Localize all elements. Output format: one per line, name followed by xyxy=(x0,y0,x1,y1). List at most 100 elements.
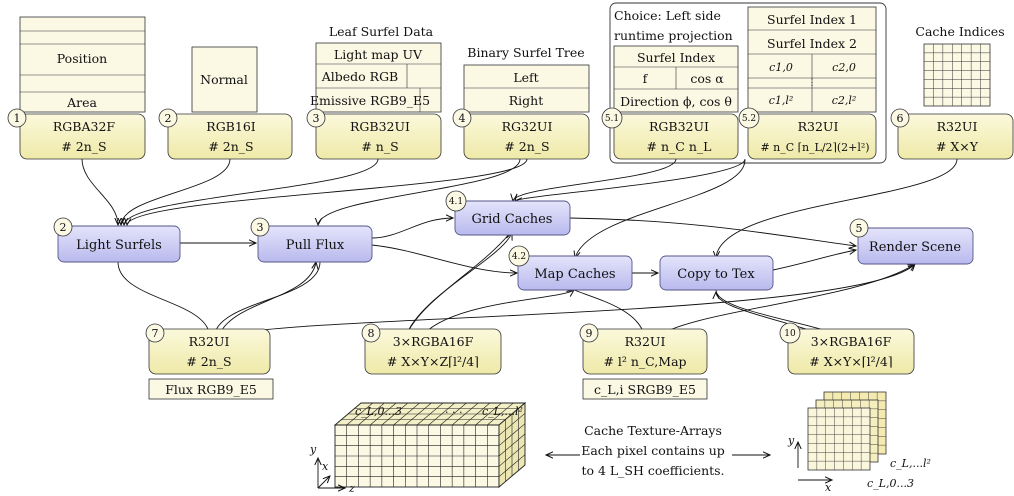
buffer-3-row-uv: Light map UV xyxy=(334,47,423,62)
buffer-6-count: # X×Y xyxy=(936,139,979,154)
buffer-8: 3×RGBA16F # X×Y×Z⌈l²/4⌉ 8 xyxy=(361,323,502,375)
buffer-3-title: Leaf Surfel Data xyxy=(329,24,434,39)
stack-label-cl-l2: c_L,...l² xyxy=(890,457,931,470)
buffer-4-row-right: Right xyxy=(509,93,544,108)
buffer-8-format: 3×RGBA16F xyxy=(393,334,474,349)
caption-line-1: Cache Texture-Arrays xyxy=(584,423,722,438)
choice-group: Choice: Left side runtime projection Sur… xyxy=(601,2,887,164)
stack-label-cl-0-3: c_L,0...3 xyxy=(867,477,914,490)
buffer-7-note: Flux RGB9_E5 xyxy=(165,382,257,397)
stage-light-surfels: Light Surfels 2 xyxy=(53,217,181,263)
buffer-2-format: RGB16I xyxy=(206,119,255,134)
stage-render-scene-number: 5 xyxy=(856,222,863,235)
buffer-7-format: R32UI xyxy=(189,334,230,349)
buffer-6-number: 6 xyxy=(897,112,904,125)
buffer-1-format: RGBA32F xyxy=(53,119,116,134)
buffer-5-1-format: RGB32UI xyxy=(649,119,709,134)
buffer-9: R32UI # l² n_C,Map 9 c_L,i SRGB9_E5 xyxy=(579,323,708,400)
buffer-10: 3×RGBA16F # X×Y×⌈l²/4⌉ 10 xyxy=(779,322,915,375)
buffer-3: Leaf Surfel Data Light map UV Albedo RGB… xyxy=(306,24,442,160)
buffer-2-row-normal: Normal xyxy=(200,72,248,87)
stage-pull-flux-label: Pull Flux xyxy=(286,238,345,253)
stage-pull-flux-number: 3 xyxy=(257,221,264,234)
buffer-2-count: # 2n_S xyxy=(208,139,253,154)
stage-grid-caches: Grid Caches 4.1 xyxy=(445,190,571,236)
stage-map-caches-label: Map Caches xyxy=(534,267,615,282)
buffer-5-2-format: R32UI xyxy=(798,119,839,134)
buffer-5-2-c20: c2,0 xyxy=(832,61,856,74)
buffer-9-number: 9 xyxy=(586,327,593,340)
stage-grid-caches-label: Grid Caches xyxy=(472,212,553,227)
buffer-5-1-number: 5.1 xyxy=(605,114,619,124)
cache-layer-stack-cells xyxy=(807,391,887,471)
buffer-8-number: 8 xyxy=(368,327,375,340)
axis-z-label: z xyxy=(348,482,355,495)
stage-map-caches-number: 4.2 xyxy=(512,252,526,262)
buffer-3-format: RGB32UI xyxy=(350,119,410,134)
buffer-10-format: 3×RGBA16F xyxy=(811,334,892,349)
buffer-1-number: 1 xyxy=(14,112,21,125)
buffer-5-2-count: # n_C ⌈n_L/2⌉(2+l²) xyxy=(760,141,869,154)
cache-volume-3d: c_L,0...3 . . . c_L,...l² y x z xyxy=(309,402,527,495)
axis-y-label: y xyxy=(309,443,317,456)
label-cl-l2: c_L,...l² xyxy=(482,405,523,418)
cache-volume-cells xyxy=(333,402,527,488)
buffer-3-number: 3 xyxy=(313,112,320,125)
stage-copy-to-tex-label: Copy to Tex xyxy=(677,267,755,282)
buffer-1: Position Area RGBA32F # 2n_S 1 xyxy=(7,16,146,160)
stage-grid-caches-number: 4.1 xyxy=(449,197,463,207)
buffer-7-number: 7 xyxy=(152,327,159,340)
buffer-10-number: 10 xyxy=(784,329,796,339)
buffer-6-title: Cache Indices xyxy=(915,24,1004,39)
buffer-5-1-count: # n_C n_L xyxy=(647,139,712,154)
buffer-5-2-row-index-2: Surfel Index 2 xyxy=(767,36,857,51)
buffer-7-count: # 2n_S xyxy=(186,354,231,369)
choice-line-1: Choice: Left side xyxy=(614,8,721,23)
buffer-6-format: R32UI xyxy=(937,119,978,134)
buffer-1-row-position: Position xyxy=(57,51,107,66)
buffer-2: Normal RGB16I # 2n_S 2 xyxy=(158,46,293,160)
caption-line-2: Each pixel contains up xyxy=(581,443,725,458)
buffer-3-row-albedo: Albedo RGB xyxy=(321,69,399,84)
buffer-5-1-row-surfel-index: Surfel Index xyxy=(637,50,715,65)
stack-axis-x: x xyxy=(825,481,832,494)
buffer-8-count: # X×Y×Z⌈l²/4⌉ xyxy=(387,354,479,369)
buffer-9-format: R32UI xyxy=(625,334,666,349)
buffer-10-count: # X×Y×⌈l²/4⌉ xyxy=(809,354,892,369)
buffer-5-2-c1l2: c1,l² xyxy=(769,94,794,107)
axis-x-label: x xyxy=(322,460,329,473)
stack-axis-y: y xyxy=(787,434,795,447)
cache-indices-grid xyxy=(923,43,991,107)
buffer-3-row-emissive: Emissive RGB9_E5 xyxy=(310,93,430,108)
cache-layer-stack: y x c_L,...l² c_L,0...3 xyxy=(787,391,931,494)
buffer-4-number: 4 xyxy=(459,112,466,125)
choice-line-2: runtime projection xyxy=(614,28,733,43)
buffer-1-row-area: Area xyxy=(66,95,97,110)
buffer-5-2-c10: c1,0 xyxy=(769,61,793,74)
buffer-4-row-left: Left xyxy=(513,70,538,85)
buffer-9-note: c_L,i SRGB9_E5 xyxy=(594,382,696,397)
stage-render-scene-label: Render Scene xyxy=(869,240,961,255)
cache-caption: Cache Texture-Arrays Each pixel contains… xyxy=(581,423,725,478)
caption-line-3: to 4 L_SH coefficients. xyxy=(581,463,724,478)
stage-map-caches: Map Caches 4.2 xyxy=(508,245,633,291)
buffer-6: Cache Indices R32UI # X×Y 6 xyxy=(890,24,1014,160)
buffer-4-format: RG32UI xyxy=(502,119,553,134)
stage-render-scene: Render Scene 5 xyxy=(849,218,974,265)
stage-light-surfels-label: Light Surfels xyxy=(76,238,162,253)
buffer-5-2-ellipsis: ⋮ xyxy=(808,78,817,88)
buffer-5-2-row-index-1: Surfel Index 1 xyxy=(767,12,857,27)
buffer-5-1-row-cos: cos α xyxy=(690,71,724,86)
buffer-2-number: 2 xyxy=(165,112,172,125)
stage-copy-to-tex: Copy to Tex xyxy=(659,255,774,291)
buffer-7: R32UI # 2n_S 7 Flux RGB9_E5 xyxy=(145,323,274,400)
buffer-5-1-row-direction: Direction ϕ, cos θ xyxy=(620,94,732,109)
buffer-4-count: # 2n_S xyxy=(504,139,549,154)
buffer-1-count: # 2n_S xyxy=(61,139,106,154)
buffer-5-2-c2l2: c2,l² xyxy=(832,94,857,107)
buffer-4-title: Binary Surfel Tree xyxy=(467,45,584,60)
label-dots: . . . xyxy=(445,403,462,416)
buffer-5-1-row-f: f xyxy=(643,71,649,86)
buffer-9-count: # l² n_C,Map xyxy=(603,354,686,369)
